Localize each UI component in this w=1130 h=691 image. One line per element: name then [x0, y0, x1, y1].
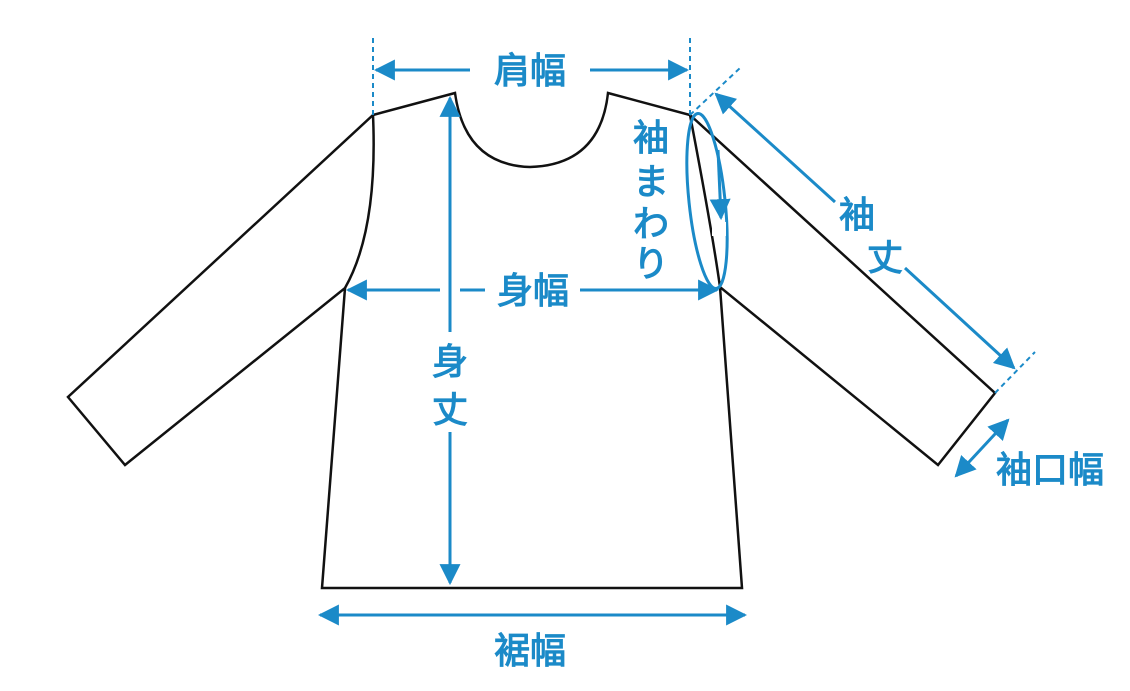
sleeve-circumference-arrow	[709, 149, 731, 221]
sleeve-top-guide	[689, 67, 741, 116]
right-armhole-line	[688, 114, 722, 288]
body-length-label-2: 丈	[432, 390, 468, 431]
sleeve-length-arrow-top	[714, 92, 837, 204]
body-length-label-1: 身	[432, 342, 468, 383]
sleeve-circumference-label-4: り	[633, 244, 669, 285]
left-armhole-line	[343, 114, 375, 289]
cuff-width-arrow	[954, 418, 1010, 478]
body-width-label: 身幅	[497, 271, 569, 312]
sleeve-length-label-1: 袖	[839, 195, 875, 236]
sleeve-length-label-2: 丈	[867, 238, 903, 279]
hem-width-label: 裾幅	[494, 631, 566, 672]
sleeve-circumference-label-2: ま	[633, 162, 669, 203]
sleeve-circumference-label-1: 袖	[633, 118, 669, 159]
sleeve-circumference-label-3: わ	[633, 204, 669, 245]
shoulder-width-label: 肩幅	[494, 50, 566, 92]
sleeve-length-arrow-bottom	[903, 266, 1016, 370]
cuff-width-label: 袖口幅	[996, 450, 1104, 491]
sleeve-end-guide	[994, 351, 1036, 394]
shirt-outline	[66, 91, 997, 590]
